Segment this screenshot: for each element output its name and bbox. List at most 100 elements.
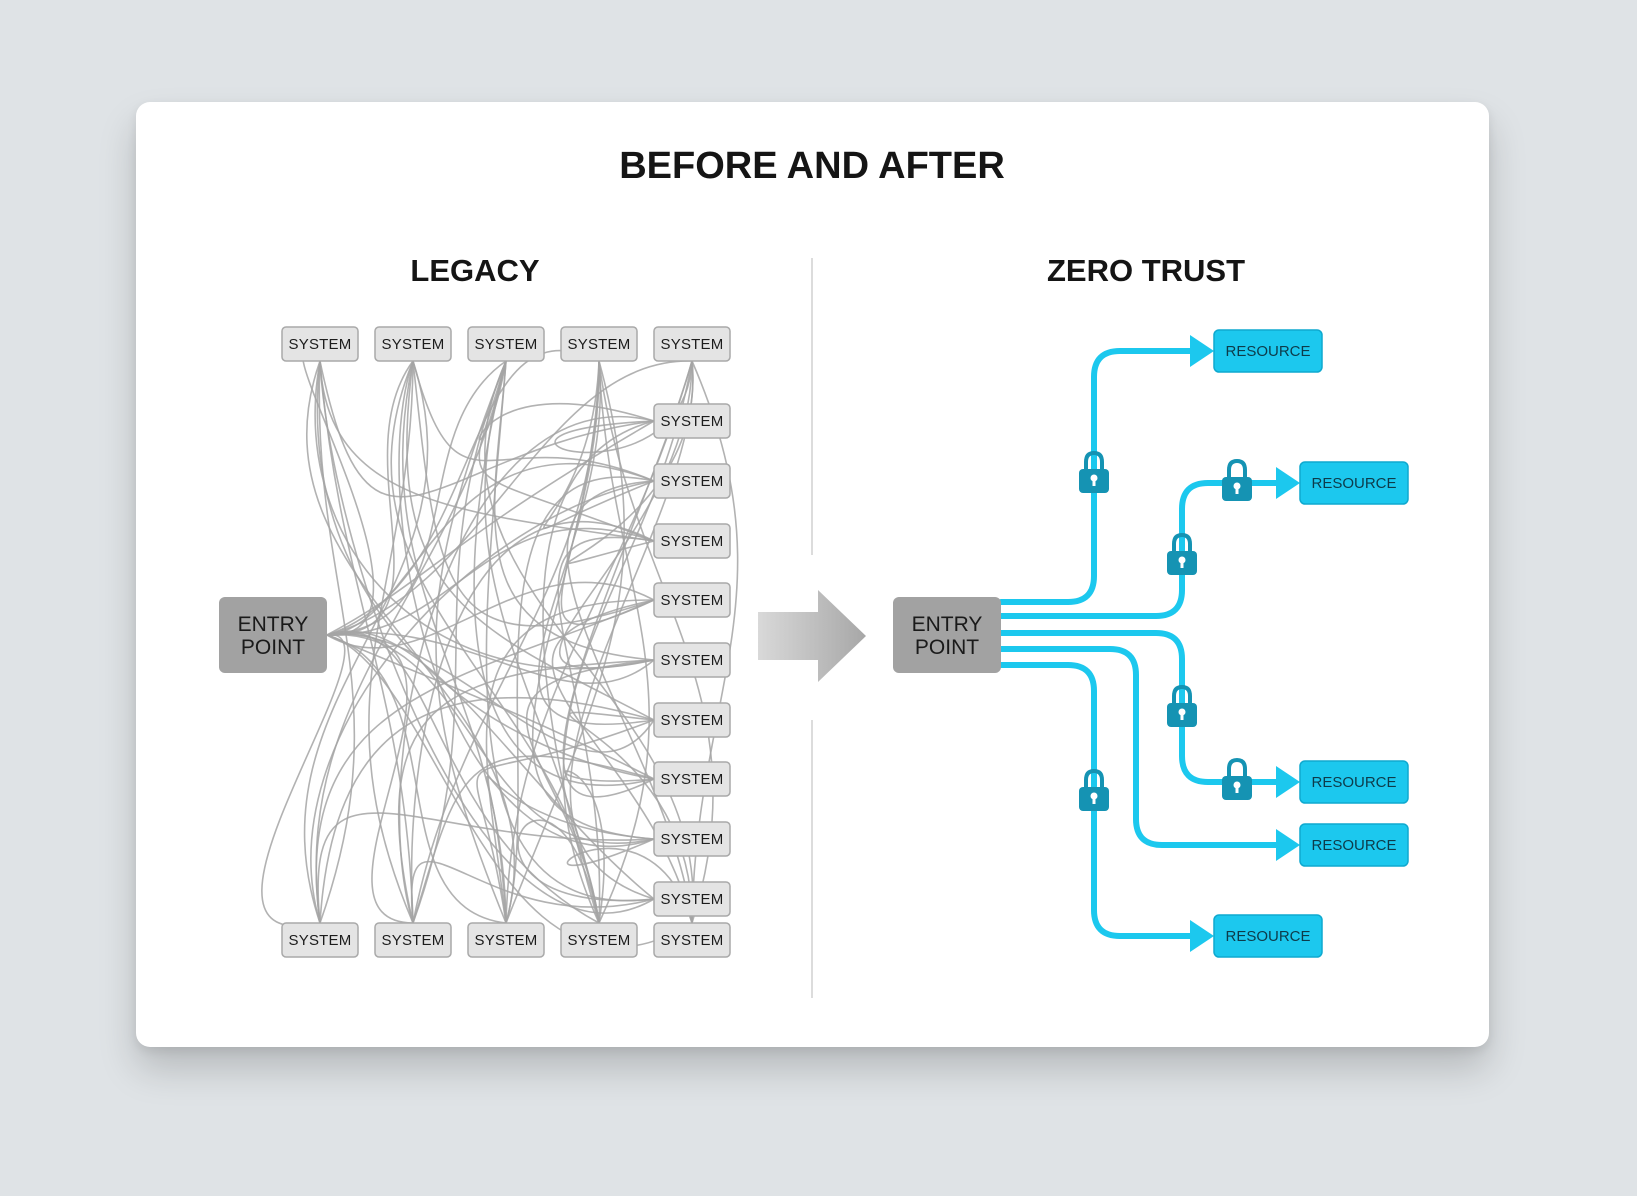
- legacy-systems: SYSTEM SYSTEM SYSTEM SYSTEM SYSTEM SYSTEM SYST…: [281, 326, 731, 958]
- zero-trust-entry-point: ENTRY POINT: [893, 597, 1001, 673]
- system-label: SYSTEM: [661, 413, 724, 430]
- resource-label: RESOURCE: [1311, 475, 1396, 492]
- system-node-right-3: SYSTEM: [653, 523, 731, 559]
- padlock-icon: [1167, 532, 1197, 575]
- system-label: SYSTEM: [661, 831, 724, 848]
- system-node-right-6: SYSTEM: [653, 702, 731, 738]
- legacy-wire: [317, 812, 655, 924]
- system-label: SYSTEM: [661, 932, 724, 949]
- system-label: SYSTEM: [475, 336, 538, 353]
- route-arrowhead-icon: [1190, 335, 1214, 367]
- system-label: SYSTEM: [475, 932, 538, 949]
- legacy-wire: [318, 360, 356, 924]
- padlock-icon: [1079, 450, 1109, 493]
- legacy-wire: [476, 719, 655, 924]
- system-node-bottom-3: SYSTEM: [467, 922, 545, 958]
- legacy-wire: [598, 360, 650, 924]
- route-arrowhead-icon: [1276, 829, 1300, 861]
- legacy-wire: [319, 360, 655, 914]
- resource-label: RESOURCE: [1311, 774, 1396, 791]
- system-node-right-7: SYSTEM: [653, 761, 731, 797]
- legacy-wire: [315, 599, 655, 924]
- zero-trust-heading: ZERO TRUST: [1047, 253, 1245, 288]
- legacy-wire: [564, 770, 655, 924]
- legacy-wire: [412, 755, 655, 924]
- resource-label: RESOURCE: [1311, 837, 1396, 854]
- legacy-wire: [543, 360, 655, 530]
- system-label: SYSTEM: [661, 712, 724, 729]
- legacy-wire: [326, 360, 693, 636]
- zt-entry-label-line2: POINT: [915, 636, 979, 659]
- legacy-wire: [485, 360, 655, 902]
- legacy-wire: [557, 536, 655, 924]
- system-label: SYSTEM: [661, 592, 724, 609]
- legacy-wire: [412, 360, 655, 627]
- system-label: SYSTEM: [661, 652, 724, 669]
- legacy-wire: [310, 480, 655, 924]
- legacy-wire: [493, 360, 655, 661]
- system-node-right-5: SYSTEM: [653, 642, 731, 678]
- legacy-wire: [525, 659, 655, 924]
- resource-label: RESOURCE: [1225, 343, 1310, 360]
- system-label: SYSTEM: [289, 932, 352, 949]
- legacy-wire: [319, 360, 655, 542]
- legacy-wire: [303, 360, 429, 924]
- legacy-wire: [326, 420, 655, 636]
- legacy-wire: [368, 360, 414, 924]
- legacy-wire: [410, 860, 655, 924]
- system-node-top-5: SYSTEM: [653, 326, 731, 362]
- legacy-wire: [314, 360, 655, 670]
- system-node-bottom-2: SYSTEM: [374, 922, 452, 958]
- system-label: SYSTEM: [661, 533, 724, 550]
- legacy-wire: [562, 360, 693, 924]
- system-node-top-3: SYSTEM: [467, 326, 545, 362]
- legacy-wire: [326, 630, 655, 900]
- system-node-bottom-4: SYSTEM: [560, 922, 638, 958]
- legacy-entry-label-line1: ENTRY: [238, 613, 309, 636]
- legacy-wire: [326, 631, 655, 684]
- system-label: SYSTEM: [568, 336, 631, 353]
- system-node-top-4: SYSTEM: [560, 326, 638, 362]
- padlock-icon: [1222, 458, 1252, 501]
- system-node-top-1: SYSTEM: [281, 326, 359, 362]
- padlock-icon: [1079, 768, 1109, 811]
- padlock-icon: [1167, 684, 1197, 727]
- legacy-entry-label-line2: POINT: [241, 636, 305, 659]
- resource-node-5: RESOURCE: [1213, 914, 1323, 958]
- legacy-wire: [410, 520, 655, 924]
- zt-entry-label-line1: ENTRY: [912, 613, 983, 636]
- legacy-wire: [412, 360, 507, 924]
- padlock-icon: [1222, 757, 1252, 800]
- legacy-wire: [569, 360, 694, 900]
- resource-node-3: RESOURCE: [1299, 760, 1409, 804]
- secure-route-4: [998, 646, 1287, 848]
- zero-trust-panel: ZERO TRUST ENTRY POINT RESOURCE RESOURCE R…: [893, 253, 1409, 958]
- legacy-wire: [486, 776, 655, 924]
- legacy-wire: [505, 476, 655, 924]
- route-arrowhead-icon: [1276, 467, 1300, 499]
- system-label: SYSTEM: [661, 891, 724, 908]
- system-node-bottom-5: SYSTEM: [653, 922, 731, 958]
- resource-label: RESOURCE: [1225, 928, 1310, 945]
- system-node-right-4: SYSTEM: [653, 582, 731, 618]
- system-node-right-2: SYSTEM: [653, 463, 731, 499]
- system-node-top-2: SYSTEM: [374, 326, 452, 362]
- legacy-wire: [306, 360, 515, 924]
- zero-trust-locks: [1079, 450, 1252, 811]
- system-node-bottom-1: SYSTEM: [281, 922, 359, 958]
- legacy-connection-mesh: [261, 349, 739, 948]
- legacy-entry-point: ENTRY POINT: [219, 597, 327, 673]
- system-label: SYSTEM: [382, 336, 445, 353]
- legacy-wire: [326, 527, 655, 636]
- legacy-wire: [559, 360, 693, 669]
- system-label: SYSTEM: [661, 473, 724, 490]
- legacy-wire: [517, 819, 655, 924]
- zero-trust-routes: [998, 335, 1300, 952]
- route-arrowhead-icon: [1190, 920, 1214, 952]
- right-arrow-icon: [758, 590, 866, 682]
- legacy-wire: [315, 360, 507, 924]
- legacy-wire: [397, 659, 655, 924]
- legacy-wire: [435, 360, 507, 924]
